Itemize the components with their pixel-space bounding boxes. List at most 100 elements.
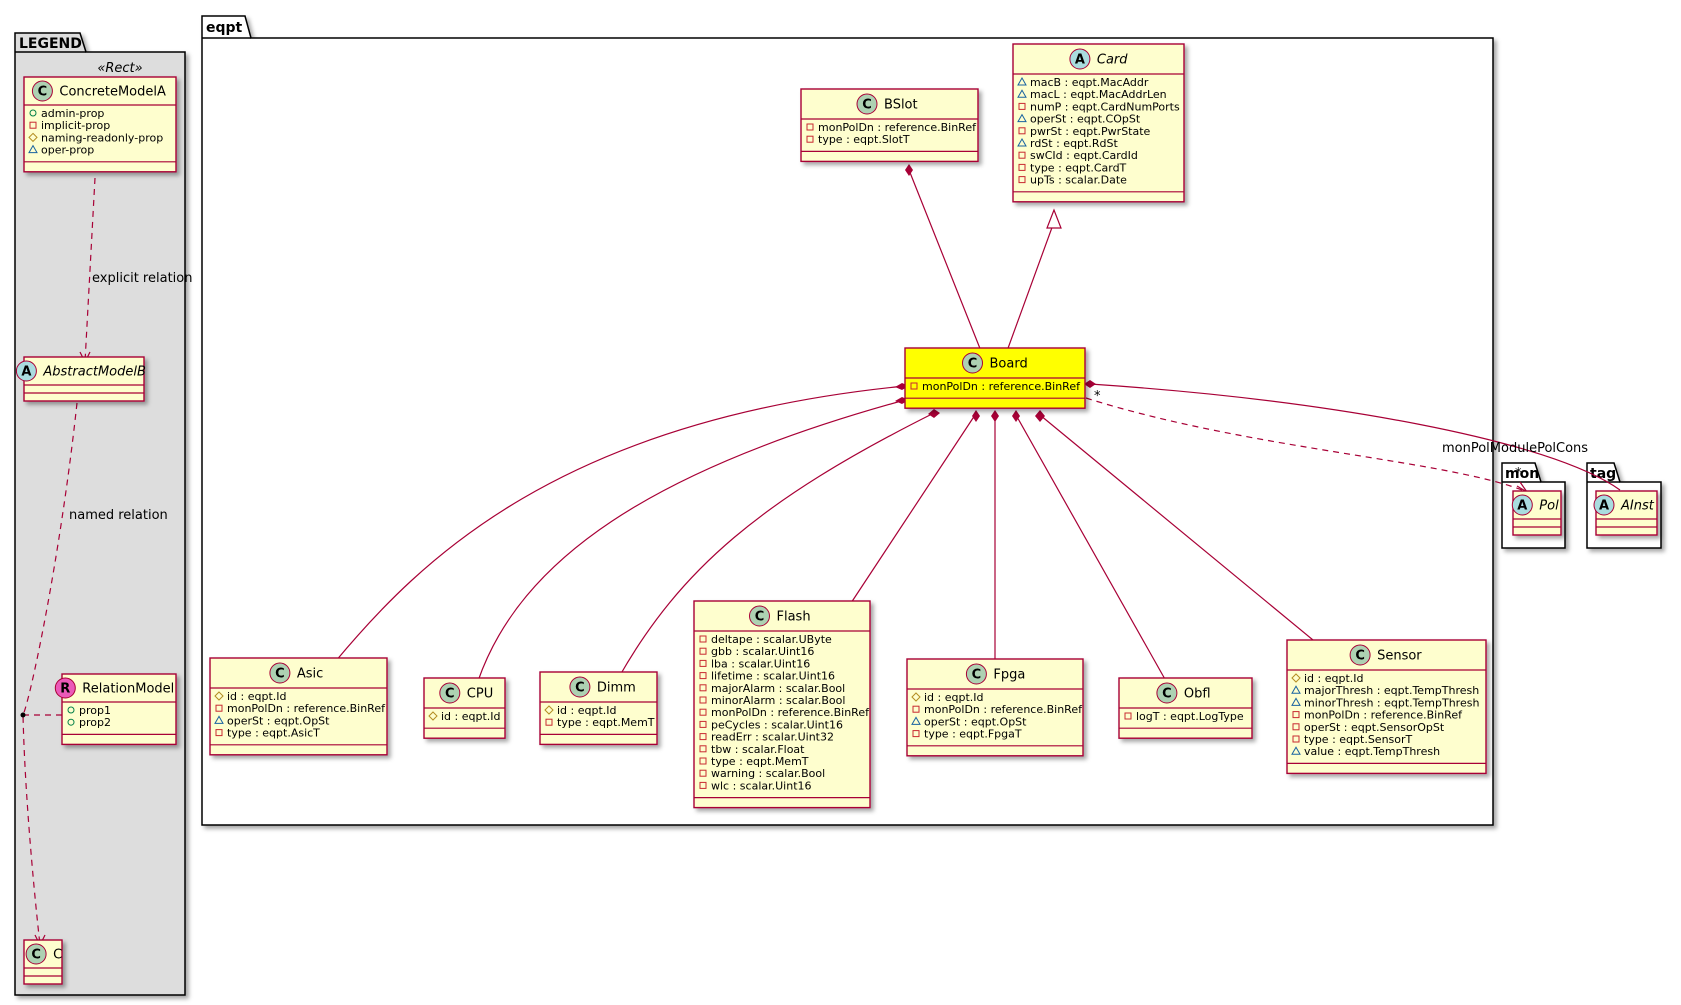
attribute-text: lba : scalar.Uint16	[711, 657, 810, 670]
attribute-text: operSt : eqpt.SensorOpSt	[1304, 721, 1445, 734]
attribute-text: prop2	[79, 716, 111, 729]
board-dimm-edge	[618, 412, 935, 678]
flash-class-title: Flash	[777, 610, 811, 625]
pol-class[interactable]: A Pol	[1511, 490, 1562, 536]
attribute-row: lifetime : scalar.Uint16	[699, 670, 835, 683]
attribute-row: monPolDn : reference.BinRef	[806, 121, 977, 134]
class-icon	[965, 663, 987, 685]
bslot-diamond	[905, 164, 913, 176]
class-icon-letter: C	[445, 687, 455, 702]
abstract-class-icon	[1069, 48, 1091, 70]
attribute-text: prop1	[79, 704, 111, 717]
attribute-text: gbb : scalar.Uint16	[711, 645, 814, 658]
attribute-row: operSt : eqpt.COpSt	[1017, 113, 1141, 126]
private-icon	[699, 708, 707, 716]
attribute-text: tbw : scalar.Float	[711, 743, 805, 756]
asic-class-title: Asic	[297, 667, 323, 682]
private-icon	[1292, 735, 1300, 743]
private-icon	[29, 121, 37, 129]
attribute-text: operSt : eqpt.OpSt	[924, 715, 1027, 728]
attribute-text: monPolDn : reference.BinRef	[922, 380, 1081, 393]
bslot-class-title: BSlot	[884, 98, 918, 113]
attribute-text: numP : eqpt.CardNumPorts	[1030, 100, 1180, 113]
attribute-row: prop1	[67, 704, 111, 717]
class-icon	[439, 682, 461, 704]
legend-stereotype: «Rect»	[97, 61, 142, 76]
private-icon	[806, 123, 814, 131]
package-private-icon	[28, 144, 38, 154]
class-icon-letter: A	[1517, 499, 1527, 514]
attribute-row: type : eqpt.SensorT	[1292, 733, 1413, 746]
attribute-text: peCycles : scalar.Uint16	[711, 718, 843, 731]
fpga-class-title: Fpga	[993, 668, 1025, 683]
package-private-icon	[1291, 685, 1301, 694]
board-flash-diamond	[972, 410, 980, 422]
class-icon-letter: A	[1599, 499, 1609, 514]
attribute-text: naming-readonly-prop	[41, 131, 163, 144]
attribute-text: type : eqpt.SensorT	[1304, 733, 1413, 746]
private-icon	[699, 672, 707, 680]
attribute-row: tbw : scalar.Float	[699, 743, 805, 756]
attribute-text: type : eqpt.AsicT	[227, 727, 320, 740]
attribute-row: monPolDn : reference.BinRef	[1292, 709, 1463, 722]
attribute-row: majorThresh : eqpt.TempThresh	[1291, 684, 1479, 697]
board-sensor-edge	[1039, 414, 1314, 641]
eqpt-package: eqpt	[201, 15, 1494, 826]
attribute-text: id : eqpt.Id	[227, 690, 287, 703]
attribute-text: lifetime : scalar.Uint16	[711, 670, 835, 683]
class-icon-letter: C	[38, 85, 48, 100]
abstract-class-icon	[15, 360, 37, 382]
attribute-row: type : eqpt.FpgaT	[912, 728, 1022, 741]
attribute-row: gbb : scalar.Uint16	[699, 645, 814, 658]
attribute-row: upTs : scalar.Date	[1018, 174, 1127, 187]
private-icon	[1292, 711, 1300, 719]
attribute-row: pwrSt : eqpt.PwrState	[1018, 125, 1151, 138]
attribute-row: minorThresh : eqpt.TempThresh	[1291, 696, 1479, 709]
attribute-text: id : eqpt.Id	[1304, 672, 1364, 685]
ainst-class[interactable]: A AInst	[1593, 490, 1658, 536]
public-icon	[67, 718, 75, 726]
private-icon	[1292, 723, 1300, 731]
class-icon-letter: C	[575, 681, 585, 696]
board-sensor-diamond	[1035, 410, 1045, 422]
board-fpga-diamond	[991, 410, 999, 422]
attribute-text: value : eqpt.TempThresh	[1304, 745, 1440, 758]
private-icon	[806, 135, 814, 143]
private-icon	[699, 684, 707, 692]
attribute-text: macB : eqpt.MacAddr	[1030, 76, 1149, 89]
obfl-class-title: Obfl	[1184, 687, 1211, 702]
attribute-text: operSt : eqpt.OpSt	[227, 714, 330, 727]
attribute-row: deltape : scalar.UByte	[699, 633, 832, 646]
attribute-row: id : eqpt.Id	[544, 704, 617, 717]
pol-class-title: Pol	[1539, 499, 1559, 514]
class-icon	[1349, 644, 1371, 666]
board-star-label: *	[1094, 389, 1101, 404]
attribute-row: monPolDn : reference.BinRef	[912, 703, 1083, 716]
attribute-text: type : eqpt.CardT	[1030, 161, 1127, 174]
board-obfl-edge	[1015, 414, 1167, 682]
mon-package-label: mon	[1505, 466, 1539, 482]
private-icon	[699, 647, 707, 655]
named-relation-label: named relation	[69, 508, 168, 523]
attribute-row: lba : scalar.Uint16	[699, 657, 810, 670]
ainst-class-title: AInst	[1620, 499, 1655, 514]
attribute-row: macL : eqpt.MacAddrLen	[1017, 88, 1167, 101]
attribute-text: majorThresh : eqpt.TempThresh	[1304, 684, 1479, 697]
attribute-row: operSt : eqpt.SensorOpSt	[1292, 721, 1445, 734]
protected-icon	[428, 711, 438, 721]
attribute-row: id : eqpt.Id	[911, 691, 984, 704]
